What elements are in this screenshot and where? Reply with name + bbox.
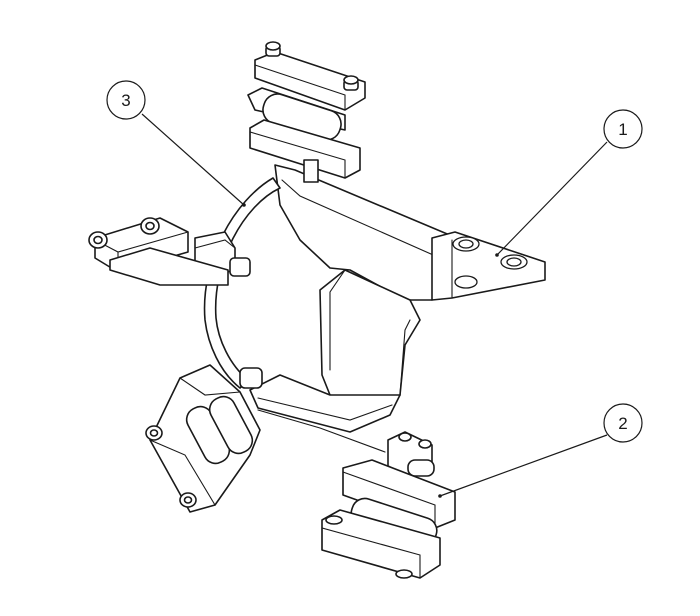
balloon-2 [603, 403, 643, 443]
balloon-callouts: 1 2 3 [106, 80, 643, 498]
leader-line-2 [439, 434, 608, 497]
leader-line-1 [496, 141, 608, 256]
balloon-1-label: 1 [618, 120, 627, 139]
top-roller-clamp [247, 41, 366, 183]
bent-bracket [249, 164, 546, 453]
balloon-2-label: 2 [618, 414, 627, 433]
left-roller-clamp [88, 217, 251, 286]
leader-line-3 [141, 113, 245, 206]
lower-right-roller-clamp [321, 431, 456, 579]
lower-left-roller-clamp [145, 364, 263, 513]
balloon-1 [603, 109, 643, 149]
balloon-3 [106, 80, 146, 120]
balloon-3-label: 3 [121, 91, 130, 110]
